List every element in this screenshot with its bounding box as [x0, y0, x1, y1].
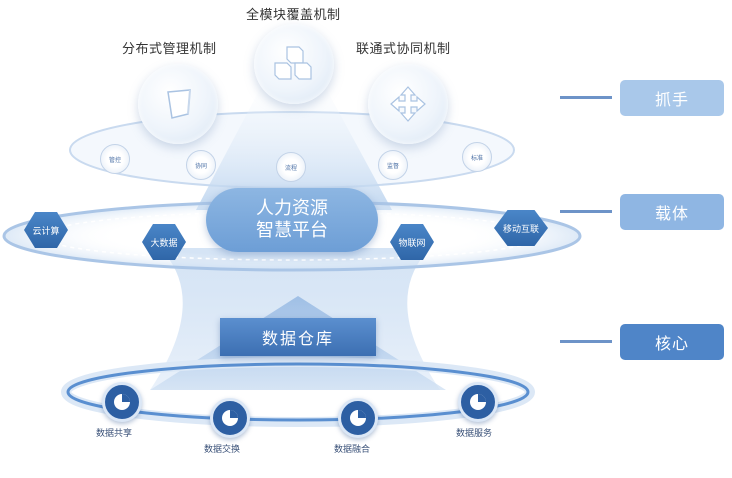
orbit-node-5: 标准	[462, 142, 492, 172]
platform-line-1: 人力资源	[256, 198, 328, 219]
connector-carrier	[560, 210, 612, 213]
pie-icon	[114, 394, 130, 410]
ring-label-service: 数据服务	[456, 429, 493, 439]
label-carrier: 载体	[620, 194, 724, 230]
bottom-ring	[66, 362, 530, 422]
ring-node-service	[458, 382, 498, 422]
ring-node-fusion	[338, 398, 378, 438]
hr-platform: 人力资源 智慧平台	[206, 188, 378, 252]
label-core: 核心	[620, 324, 724, 360]
ring-label-share: 数据共享	[96, 429, 133, 439]
mechanism-label-right: 联通式协同机制	[356, 42, 451, 57]
bottom-ring-glow	[61, 357, 535, 427]
ring-node-exchange	[210, 398, 250, 438]
label-grip: 抓手	[620, 80, 724, 116]
ring-label-exchange: 数据交换	[204, 445, 241, 455]
hex-mobile: 移动互联	[494, 210, 548, 246]
ring-label-fusion: 数据融合	[334, 445, 371, 455]
upper-cone	[196, 70, 392, 210]
connector-grip	[560, 96, 612, 99]
mechanism-circle-left	[138, 64, 218, 144]
mechanism-label-top: 全模块覆盖机制	[246, 8, 341, 23]
orbit-node-4: 监督	[378, 150, 408, 180]
move-arrows-icon	[390, 86, 426, 122]
panel-icon	[167, 89, 191, 119]
mechanism-circle-right	[368, 64, 448, 144]
pie-icon	[222, 410, 238, 426]
orbit-node-3: 流程	[276, 152, 306, 182]
hex-iot: 物联网	[390, 224, 434, 260]
data-warehouse: 数据仓库	[220, 318, 376, 356]
connector-core	[560, 340, 612, 343]
ring-node-share	[102, 382, 142, 422]
mechanism-circle-top	[254, 24, 334, 104]
mechanism-label-left: 分布式管理机制	[122, 42, 217, 57]
pie-icon	[470, 394, 486, 410]
platform-line-2: 智慧平台	[256, 220, 328, 241]
pie-icon	[350, 410, 366, 426]
orbit-node-2: 协同	[186, 150, 216, 180]
cubes-icon	[274, 46, 312, 80]
orbit-node-1: 管控	[100, 144, 130, 174]
